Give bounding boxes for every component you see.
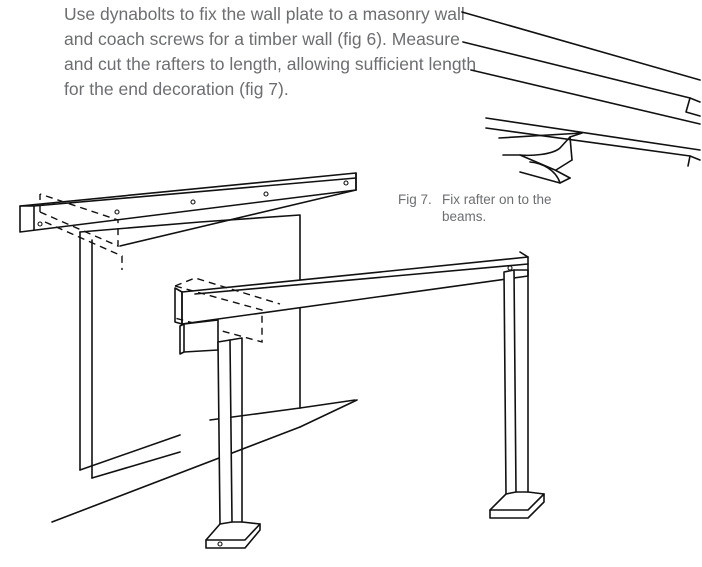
beam-and-posts <box>174 251 545 549</box>
rafter-end-decoration-illustration <box>461 11 701 184</box>
wall-plate-beam <box>19 172 357 247</box>
caption-number: Fig 7. <box>398 192 432 207</box>
dashed-rafter-wall <box>39 193 123 270</box>
instruction-paragraph: Use dynabolts to fix the wall plate to a… <box>64 4 477 99</box>
wall-outline <box>51 214 358 523</box>
caption-text: Fix rafter on to the beams. <box>442 192 552 224</box>
